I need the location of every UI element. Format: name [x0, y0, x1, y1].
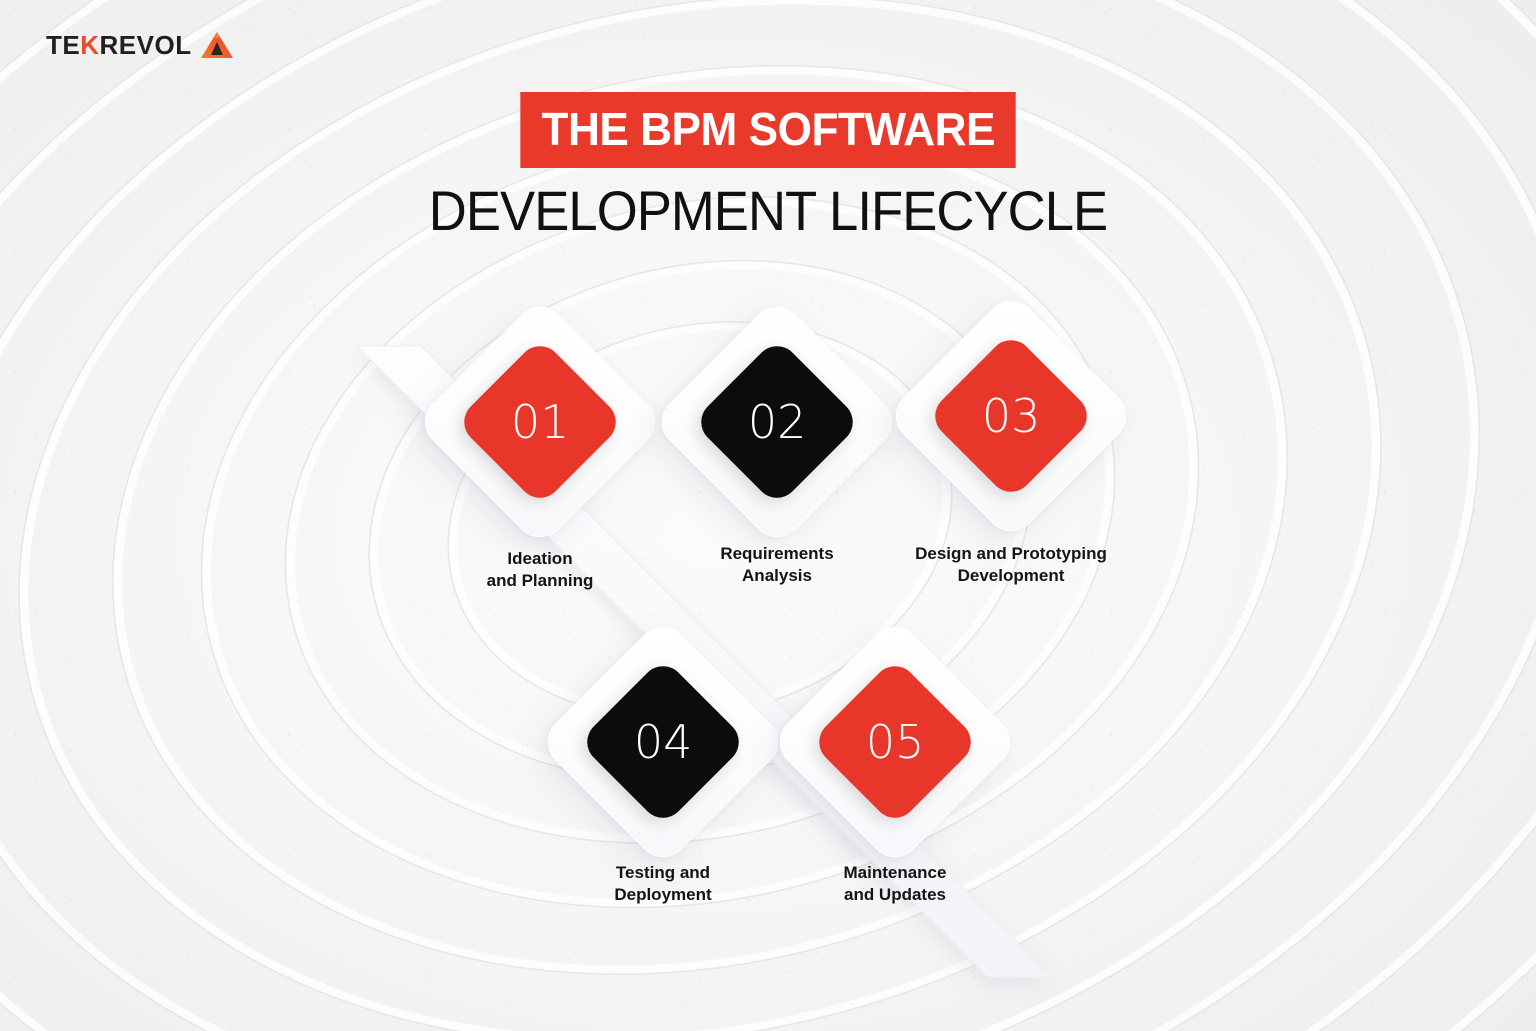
step-label: Ideation and Planning: [486, 549, 594, 590]
brand-logo-text-accent: K: [80, 30, 100, 60]
step-label: Maintenance and Updates: [843, 863, 947, 904]
step-number: 04: [633, 714, 693, 769]
step-label: Testing and Deployment: [614, 863, 712, 904]
step-label: Design and Prototyping Development: [915, 544, 1107, 585]
page-heading: THE BPM SOFTWARE DEVELOPMENT LIFECYCLE: [0, 92, 1536, 241]
brand-logo[interactable]: TEKREVOL: [46, 30, 234, 60]
brand-logo-text-suffix: REVOL: [99, 30, 192, 60]
step-number: 05: [865, 714, 925, 769]
heading-banner: THE BPM SOFTWARE: [520, 92, 1016, 168]
step-number: 03: [981, 388, 1041, 443]
step-number: 02: [747, 394, 807, 449]
step-number: 01: [510, 394, 570, 449]
step-label: Requirements Analysis: [720, 544, 834, 585]
heading-subtitle: DEVELOPMENT LIFECYCLE: [428, 179, 1108, 242]
triangle-icon: [200, 32, 233, 58]
brand-logo-text: TEKREVOL: [46, 32, 192, 58]
brand-logo-text-prefix: TE: [46, 30, 81, 60]
